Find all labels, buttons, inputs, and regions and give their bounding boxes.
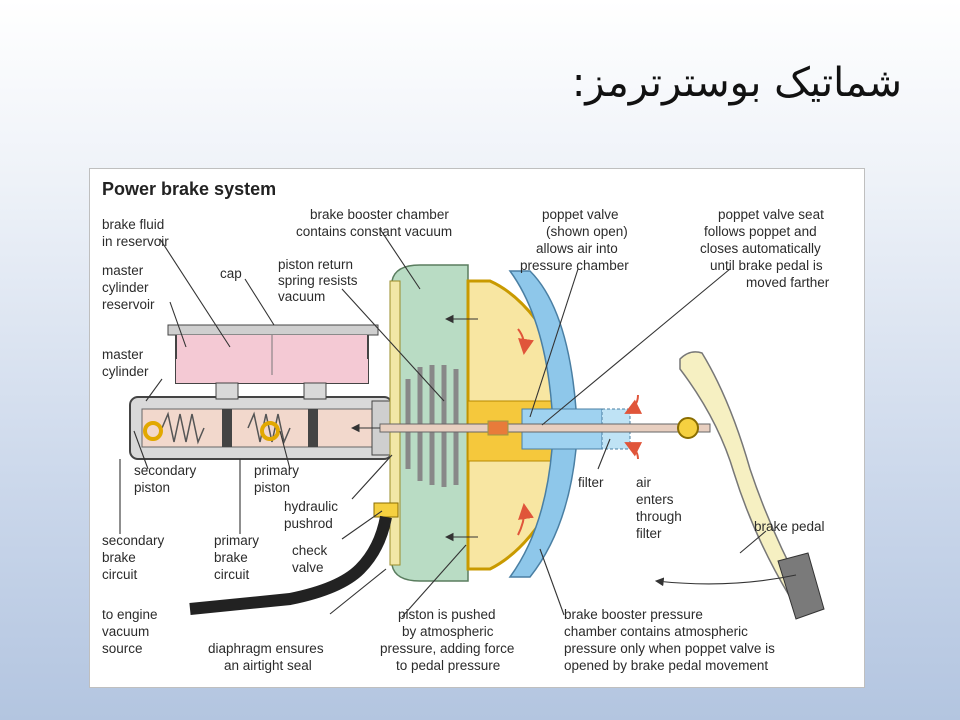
air-flow-arrows <box>517 328 643 536</box>
brake-pedal <box>679 351 825 620</box>
slide-title: شماتیک بوسترترمز: <box>571 60 902 106</box>
label-secondary-brake-circuit: secondary brake circuit <box>102 533 168 582</box>
label-cap: cap <box>220 266 242 281</box>
check-valve <box>189 502 399 615</box>
label-primary-piston: primary piston <box>254 463 303 495</box>
reservoir <box>167 324 379 384</box>
leader-lines <box>119 228 797 618</box>
label-diaphragm: diaphragm ensures an airtight seal <box>208 641 327 673</box>
label-booster-chamber: brake booster chamber contains constant … <box>296 207 453 239</box>
label-primary-brake-circuit: primary brake circuit <box>214 533 263 582</box>
brake-diagram-drawing: Power brake system <box>102 179 830 673</box>
label-poppet-valve-seat: poppet valve seat follows poppet and clo… <box>700 207 830 290</box>
label-check-valve: check valve <box>292 543 331 575</box>
label-pressure-chamber: brake booster pressure chamber contains … <box>564 607 779 673</box>
diagram-title: Power brake system <box>102 179 276 199</box>
label-master-cylinder: master cylinder <box>102 347 149 379</box>
label-poppet-valve: poppet valve (shown open) allows air int… <box>520 207 632 273</box>
label-piston-return-spring: piston return spring resists vacuum <box>278 257 361 304</box>
label-engine-vacuum-source: to engine vacuum source <box>102 607 161 656</box>
brake-diagram: Power brake system <box>89 168 865 688</box>
label-brake-pedal: brake pedal <box>754 519 825 534</box>
label-master-cylinder-reservoir: master cylinder reservoir <box>102 263 155 312</box>
label-secondary-piston: secondary piston <box>134 463 200 495</box>
label-brake-fluid: brake fluid in reservoir <box>102 217 169 249</box>
vacuum-flow-arrows <box>350 314 478 542</box>
label-hydraulic-pushrod: hydraulic pushrod <box>284 499 342 531</box>
label-air-enters: air enters through filter <box>636 475 686 541</box>
label-filter: filter <box>578 475 604 490</box>
master-cylinder <box>129 382 405 460</box>
label-piston-pushed: piston is pushed by atmospheric pressure… <box>380 607 518 673</box>
